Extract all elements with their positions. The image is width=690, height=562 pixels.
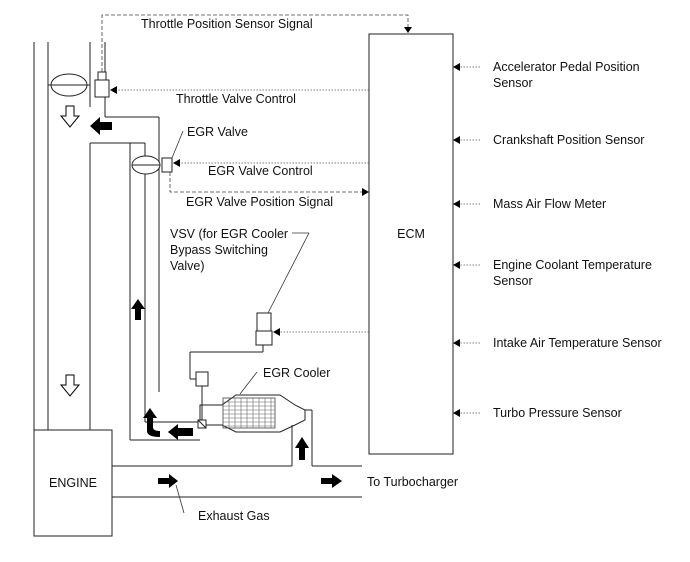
exhaust-gas-leader [175,484,185,514]
vsv-control-arrowhead [273,328,280,336]
egr-position-arrowhead [362,188,369,196]
egr-passage [129,143,200,441]
egr-cooler-label: EGR Cooler [263,366,330,380]
sensor-labels: Accelerator Pedal Position Sensor Cranks… [493,60,662,420]
vsv-label-line1: VSV (for EGR Cooler [170,227,288,241]
egr-up-arrow [131,299,145,320]
sensor-accel-line1: Accelerator Pedal Position [493,60,640,74]
vsv-leader [267,232,310,314]
engine-block [33,429,113,537]
sensor-coolant-line1: Engine Coolant Temperature [493,258,652,272]
to-turbocharger-label: To Turbocharger [367,475,458,489]
exhaust-gas-label: Exhaust Gas [198,509,270,523]
exhaust-arrow-left [158,474,178,488]
intake-flow-arrow-upper [59,105,81,128]
ecm-box [368,33,454,455]
intake-flow-arrow-lower [59,374,81,397]
bypass-valve [189,345,264,429]
ecm-label: ECM [397,227,425,241]
egr-return-arrow [90,117,112,135]
engine-label: ENGINE [49,476,97,490]
vsv-label-line2: Bypass Switching [170,243,268,257]
egr-position-signal-label: EGR Valve Position Signal [186,195,333,209]
egr-curve-arrow [143,408,160,437]
throttle-actuator [94,71,110,98]
sensor-intake-air: Intake Air Temperature Sensor [493,336,662,350]
throttle-control-arrowhead [110,86,117,94]
sensor-accel-line2: Sensor [493,76,533,90]
egr-cooler-leader [239,371,258,395]
throttle-valve [48,73,90,97]
egr-cooler [199,394,313,466]
vsv [255,312,273,346]
throttle-control-label: Throttle Valve Control [176,92,296,106]
vsv-label-line3: Valve) [170,259,205,273]
throttle-signal-arrowhead [404,27,412,33]
egr-valve-control-label: EGR Valve Control [208,164,313,178]
intake-duct [33,42,160,430]
throttle-signal-label: Throttle Position Sensor Signal [141,17,313,31]
throttle-signal-line [101,14,409,72]
sensor-turbo: Turbo Pressure Sensor [493,406,622,420]
sensor-coolant-line2: Sensor [493,274,533,288]
cooler-out-arrow-body [168,424,193,440]
egr-valve [131,155,173,175]
egr-position-signal-line [169,172,364,193]
egr-valve-leader [171,130,184,159]
exhaust-pipe [112,465,362,498]
exhaust-arrow-right [321,474,342,488]
sensor-maf: Mass Air Flow Meter [493,197,606,211]
egr-valve-label: EGR Valve [187,125,248,139]
sensor-crank: Crankshaft Position Sensor [493,133,644,147]
egr-control-arrowhead [173,159,180,167]
sensor-input-lines [453,63,480,417]
cooler-in-arrow [295,437,309,460]
